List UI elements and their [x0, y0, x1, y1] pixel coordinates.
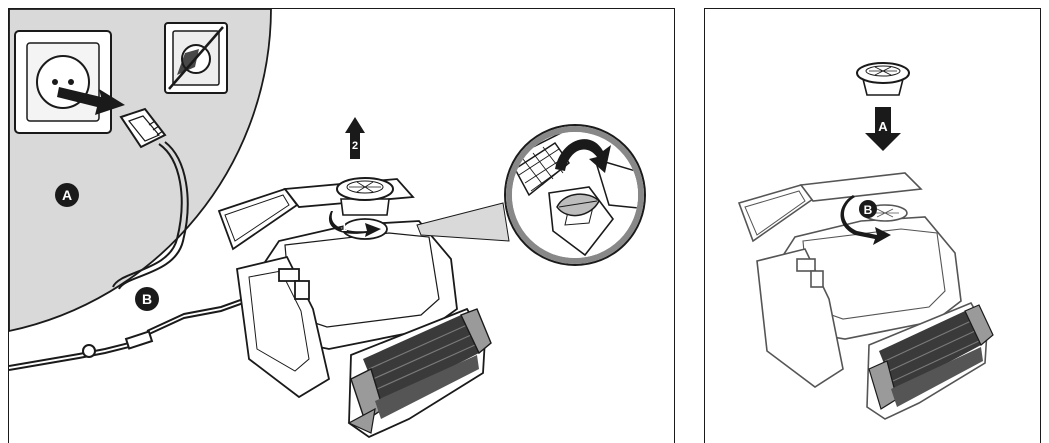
down-arrow-icon: A	[865, 107, 901, 151]
filter-cap	[857, 63, 909, 95]
callout-b: B	[135, 287, 159, 311]
right-panel: A B	[704, 8, 1041, 443]
svg-text:A: A	[878, 119, 888, 134]
svg-text:2: 2	[352, 140, 358, 152]
zoom-detail	[505, 125, 649, 265]
no-power-icon	[165, 23, 227, 93]
svg-text:1: 1	[341, 222, 347, 234]
zoom-beam	[417, 203, 509, 241]
up-arrow-icon: 2	[345, 117, 365, 159]
svg-text:B: B	[864, 203, 873, 217]
svg-text:B: B	[142, 291, 152, 307]
callout-a: A	[55, 183, 79, 207]
wall-socket-icon	[15, 31, 111, 133]
right-panel-illustration: A B	[705, 9, 1041, 443]
left-panel-illustration: A B 2	[9, 9, 675, 443]
left-panel: A B 2	[8, 8, 675, 443]
svg-text:A: A	[62, 187, 72, 203]
